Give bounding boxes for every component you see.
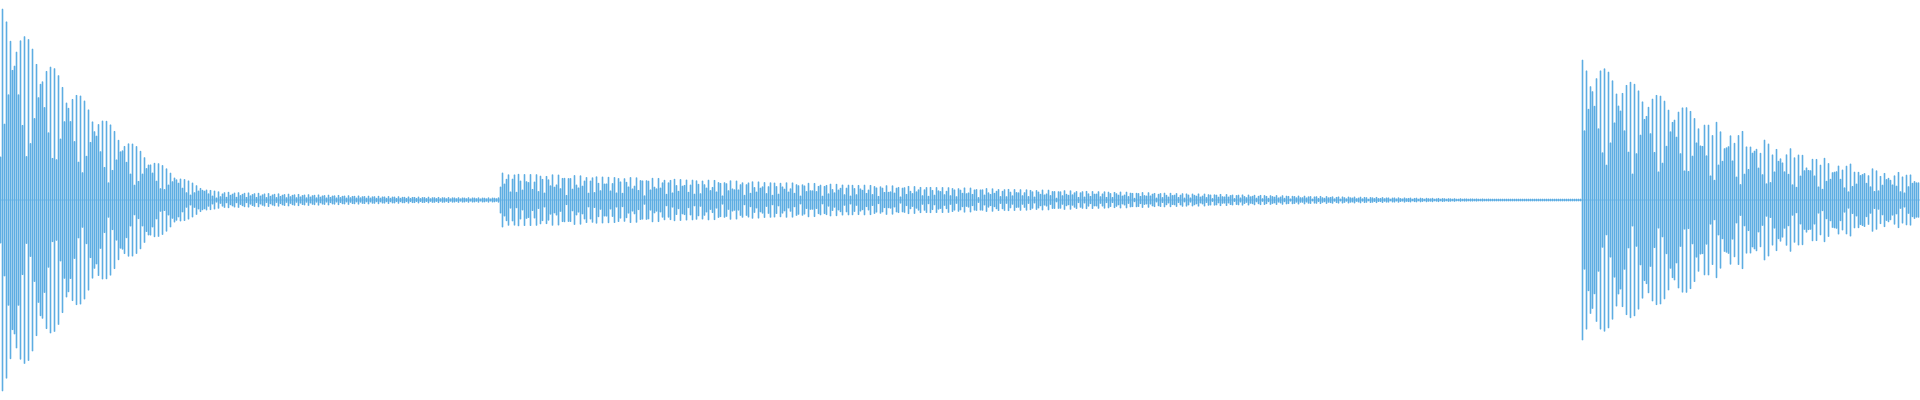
waveform-bars [0,8,1920,392]
